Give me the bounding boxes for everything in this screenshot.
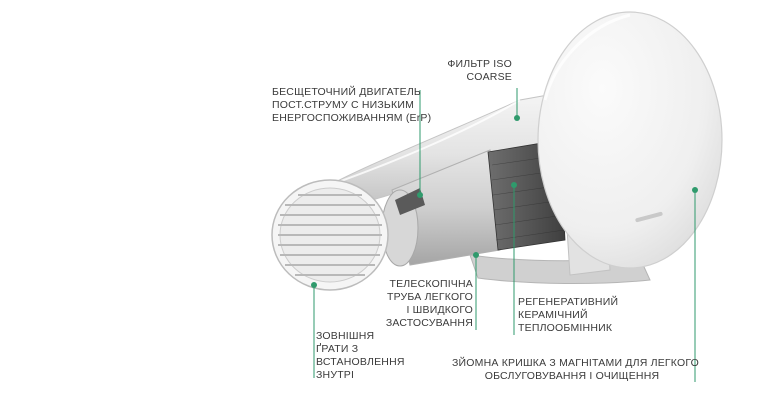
callout-motor-line: ПОСТ.СТРУМУ С НИЗЬКИМ [272,99,415,111]
dot-exchanger [511,182,517,188]
leader-dots [311,115,698,288]
callout-filter-line: COARSE [466,71,512,83]
callout-pipe: ТЕЛЕСКОПІЧНА ТРУБА ЛЕГКОГО І ШВИДКОГО ЗА… [378,278,473,330]
dot-cover [692,187,698,193]
callout-cover-line: ЗЙОМНА КРИШКА З МАГНІТАМИ ДЛЯ ЛЕГКОГО [452,357,700,369]
callout-pipe-line: ТЕЛЕСКОПІЧНА [389,278,473,290]
dot-grille [311,282,317,288]
callout-pipe-line: І ШВИДКОГО [406,304,473,316]
outer-grille [271,179,389,291]
callout-filter: ФИЛЬТР ISO COARSE [430,58,512,84]
callout-pipe-line: ЗАСТОСУВАННЯ [385,317,473,329]
callout-exchanger: РЕГЕНЕРАТИВНИЙ КЕРАМІЧНИЙ ТЕПЛООБМІННИК [518,296,628,335]
callout-motor-line: БЕСЩЕТОЧНИЙ ДВИГАТЕЛЬ [272,86,422,98]
callout-grille-line: ЗОВНІШНЯ [316,330,375,342]
callout-exchanger-line: КЕРАМІЧНИЙ [518,309,588,321]
magnetic-cover [537,11,723,269]
motor-housing [381,149,501,267]
callout-grille-line: ЗНУТРІ [316,369,355,381]
callout-cover: ЗЙОМНА КРИШКА З МАГНІТАМИ ДЛЯ ЛЕГКОГО ОБ… [452,357,700,383]
callout-motor: БЕСЩЕТОЧНИЙ ДВИГАТЕЛЬ ПОСТ.СТРУМУ С НИЗЬ… [272,86,432,125]
callout-exchanger-line: ТЕПЛООБМІННИК [518,322,613,334]
callout-cover-line: ОБСЛУГОВУВАННЯ І ОЧИЩЕННЯ [484,370,660,382]
callout-filter-line: ФИЛЬТР ISO [447,58,512,70]
callout-exchanger-line: РЕГЕНЕРАТИВНИЙ [518,296,619,308]
callout-grille: ЗОВНІШНЯ ҐРАТИ З ВСТАНОВЛЕННЯ ЗНУТРІ [316,330,416,382]
callout-motor-line: ЕНЕРГОСПОЖИВАННЯМ (ErP) [272,112,432,124]
leader-lines [313,88,696,382]
callout-pipe-line: ТРУБА ЛЕГКОГО [386,291,473,303]
callout-grille-line: ВСТАНОВЛЕННЯ [316,356,405,368]
dot-filter [514,115,520,121]
dot-motor [417,192,423,198]
dot-pipe [473,252,479,258]
callout-grille-line: ҐРАТИ З [316,343,359,355]
